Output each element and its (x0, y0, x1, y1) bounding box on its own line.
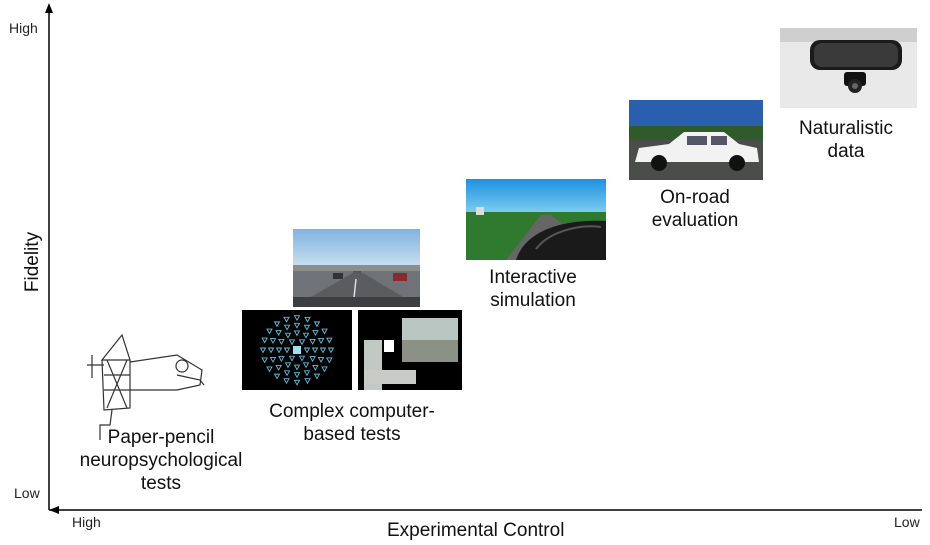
paper-pencil-caption: Paper-pencil neuropsychological tests (80, 426, 243, 495)
caption-line: tests (140, 473, 182, 494)
on-road-caption: On-road evaluation (652, 186, 739, 232)
dashcam-image (780, 28, 917, 108)
triangle-field-test-image (242, 310, 352, 390)
caption-line: simulation (490, 290, 576, 311)
road-display-test-image (358, 310, 462, 390)
road-scene-image (293, 229, 420, 307)
simulation-caption: Interactive simulation (489, 266, 577, 312)
pencil-drawing-image (87, 333, 205, 440)
caption-line: On-road (660, 187, 730, 208)
caption-line: based tests (303, 424, 401, 445)
x-axis-low-label: Low (894, 514, 920, 530)
x-axis-title: Experimental Control (387, 520, 565, 541)
y-axis-title: Fidelity (22, 231, 43, 293)
computer-tests-caption: Complex computer- based tests (269, 400, 435, 446)
y-axis-low-label: Low (14, 485, 40, 501)
caption-line: data (827, 141, 865, 162)
caption-line: Complex computer- (269, 401, 435, 422)
y-axis-high-label: High (9, 20, 38, 36)
naturalistic-caption: Naturalistic data (799, 117, 893, 163)
caption-line: evaluation (651, 210, 739, 231)
caption-line: Paper-pencil (107, 427, 215, 448)
caption-line: Naturalistic (799, 118, 893, 139)
x-axis-high-label: High (72, 514, 101, 530)
simulator-image (466, 179, 606, 260)
caption-line: Interactive (489, 267, 577, 288)
caption-line: neuropsychological (79, 450, 243, 471)
on-road-car-image (629, 100, 763, 180)
